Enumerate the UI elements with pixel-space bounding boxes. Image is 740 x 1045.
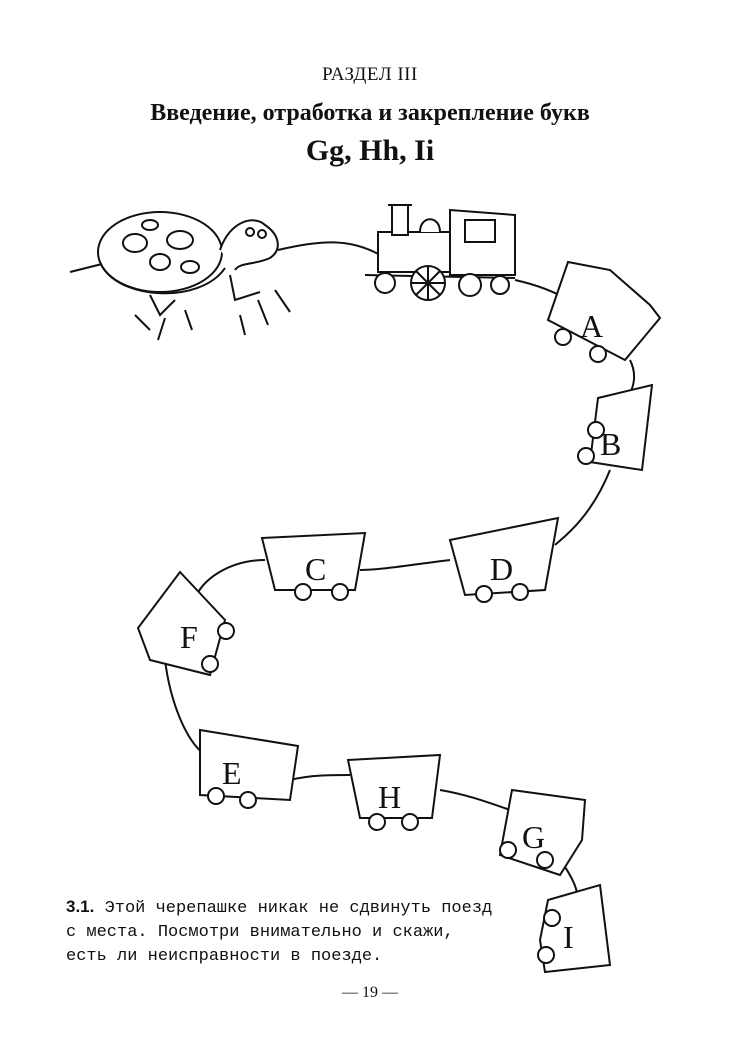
wagon-h: H: [346, 753, 442, 831]
wagon-b: B: [577, 383, 654, 472]
wagon-i: I: [537, 883, 612, 974]
wagon-letter-f: F: [180, 619, 198, 655]
wagon-letter-h: H: [378, 779, 401, 815]
wagon-letter-c: C: [305, 551, 326, 587]
rope: [277, 241, 381, 256]
wagon-letter-d: D: [490, 551, 513, 587]
wagon-g: G: [498, 788, 587, 877]
wagon-e: E: [199, 728, 300, 809]
wagon-letter-a: A: [580, 308, 603, 344]
page-number: — 19 —: [342, 984, 398, 1001]
turtle-drawing: [69, 211, 291, 341]
wagon-letter-b: B: [600, 426, 621, 462]
wagon-d: D: [448, 516, 560, 603]
wagon-letter-g: G: [522, 819, 545, 855]
wagon-f: F: [136, 570, 235, 677]
exercise-body: Этой черепашке никак не сдвинуть поезд с…: [66, 899, 493, 966]
section-heading: РАЗДЕЛ III: [322, 64, 418, 85]
wagon-letter-i: I: [563, 919, 574, 955]
page-title: Введение, отработка и закрепление букв: [150, 100, 590, 126]
locomotive: [364, 204, 516, 301]
wagon-c: C: [260, 531, 367, 601]
exercise-number: 3.1.: [66, 897, 95, 916]
wagon-a: A: [546, 260, 662, 363]
exercise-text: 3.1. Этой черепашке никак не сдвинуть по…: [66, 895, 496, 969]
letters-subtitle: Gg, Hh, Ii: [305, 134, 435, 167]
wagon-letter-e: E: [222, 755, 242, 791]
